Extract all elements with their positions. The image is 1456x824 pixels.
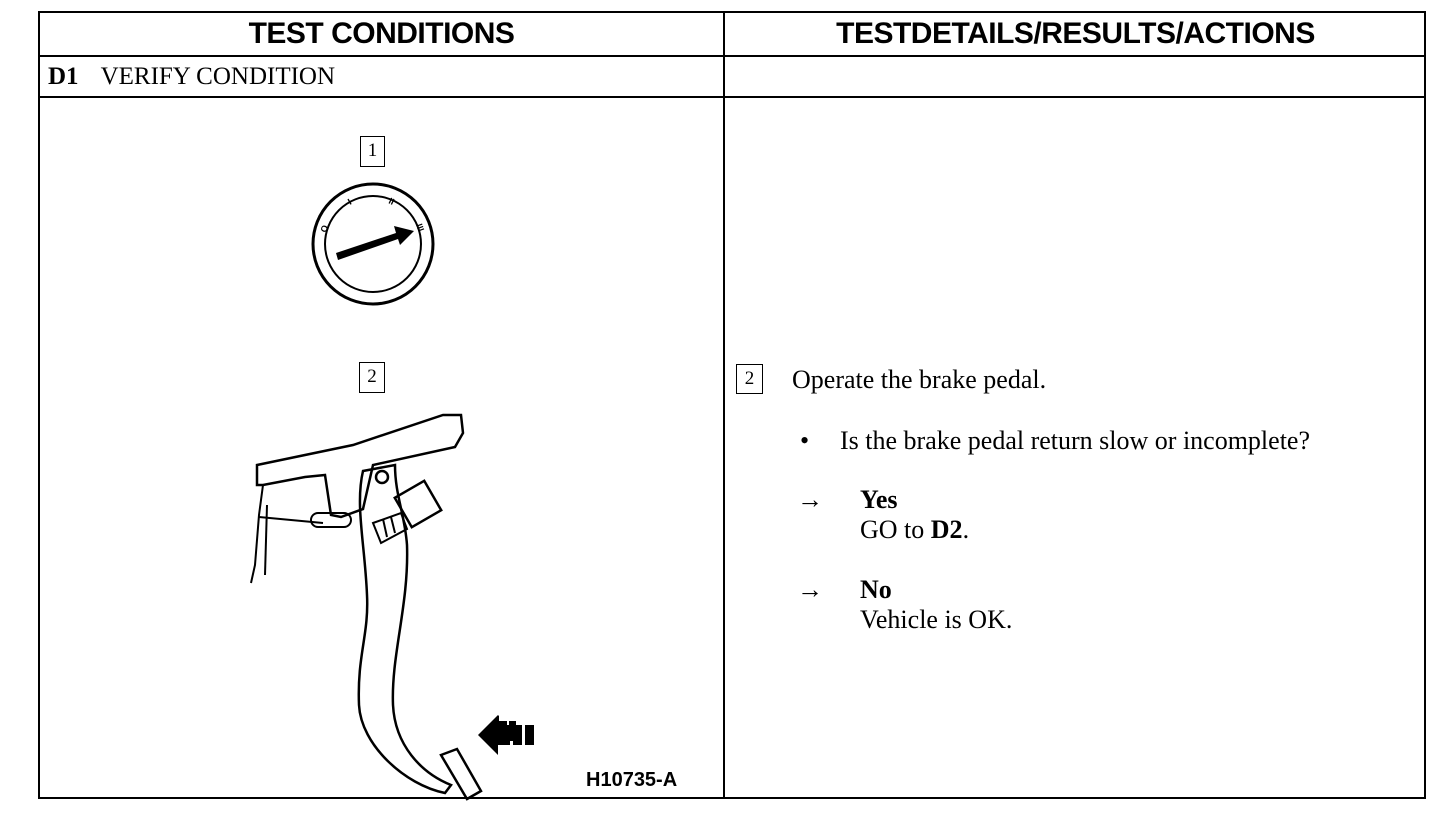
step-divider xyxy=(40,96,1426,98)
ignition-switch-illustration: O I II III xyxy=(311,182,435,306)
question-text: Is the brake pedal return slow or incomp… xyxy=(840,426,1310,455)
brake-pedal-illustration xyxy=(250,413,516,801)
header-divider xyxy=(40,55,1426,57)
bullet: • xyxy=(800,426,810,455)
arrow-icon: → xyxy=(797,485,823,514)
answer-no-action: Vehicle is OK. xyxy=(860,605,1013,634)
answer-yes-label: Yes xyxy=(860,485,898,514)
figure-code: H10735-A xyxy=(586,769,678,791)
instruction-text: Operate the brake pedal. xyxy=(792,365,1047,394)
ignition-pos-1: I xyxy=(346,197,353,207)
callout-1: 1 xyxy=(360,136,385,167)
diagnostic-table: TEST CONDITIONS TESTDETAILS/RESULTS/ACTI… xyxy=(38,11,1426,801)
ignition-pos-3: III xyxy=(414,222,426,232)
answer-yes-action: GO to D2. xyxy=(860,515,969,545)
push-direction-arrow-icon xyxy=(478,715,534,755)
answer-yes-action-prefix: GO to xyxy=(860,515,931,544)
callout-2-right: 2 xyxy=(736,364,763,394)
step-id: D1 xyxy=(48,63,79,90)
test-details-header: TESTDETAILS/RESULTS/ACTIONS xyxy=(836,17,1315,50)
column-divider xyxy=(723,13,725,799)
answer-no-label: No xyxy=(860,575,892,604)
answer-yes-action-suffix: . xyxy=(962,515,970,544)
ignition-pos-2: II xyxy=(387,196,396,207)
ignition-pos-0: O xyxy=(318,224,330,234)
test-conditions-header: TEST CONDITIONS xyxy=(248,17,515,50)
arrow-icon-2: → xyxy=(797,575,823,604)
step-title: VERIFY CONDITION xyxy=(100,63,336,90)
callout-2-left: 2 xyxy=(359,362,385,393)
answer-yes-action-target: D2 xyxy=(930,515,963,544)
step-title-row: D1 VERIFY CONDITION xyxy=(48,57,335,96)
